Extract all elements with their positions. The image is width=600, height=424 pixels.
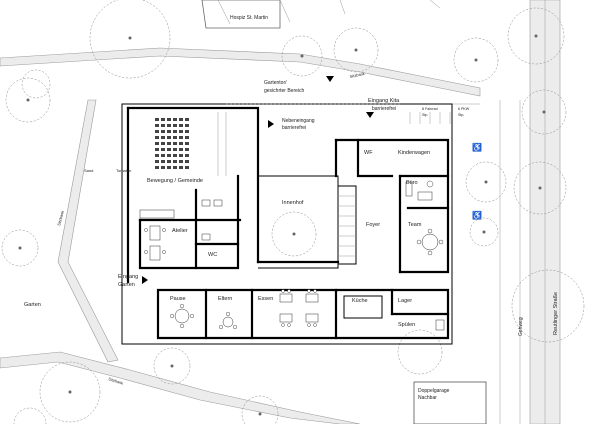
label-lager: Lager xyxy=(398,298,412,304)
label-gehweg: Gehweg xyxy=(518,317,524,336)
label-hospiz: Hospiz St. Martin xyxy=(230,15,268,21)
label-doppelgarage-1: Doppelgarage xyxy=(418,388,450,394)
label-garten-top-2: gesichrter Bereich xyxy=(264,88,305,94)
doppelgarage-building xyxy=(413,381,487,424)
label-sand: Sand xyxy=(84,168,93,173)
label-kueche: Küche xyxy=(352,298,368,304)
label-atelier: Atelier xyxy=(172,228,188,234)
label-tomaten: Tomaten xyxy=(116,168,131,173)
label-sitzbank-left: Sitzbank xyxy=(56,210,65,226)
bewegung-seating-grid xyxy=(155,118,189,169)
parking-wheelchair-icon-2: ♿ xyxy=(472,210,482,220)
site-context: ♿ ♿ xyxy=(0,0,561,424)
label-nebeneingang-2: barrierefrei xyxy=(282,125,306,131)
label-sitzbank-top: Sitzbank xyxy=(349,71,365,79)
entrance-arrow-nebeneingang xyxy=(268,120,274,128)
entrance-arrow-garten xyxy=(142,276,148,284)
garden-path-bottom xyxy=(0,351,361,424)
label-fahrrad-1: 8 Fahrrad xyxy=(422,107,438,111)
label-wc: WC xyxy=(208,252,217,258)
label-nebeneingang-1: Nebeneingang xyxy=(282,118,315,124)
entrance-markers xyxy=(142,76,374,284)
building xyxy=(121,103,453,345)
label-garten-top-1: Gartentor/ xyxy=(264,80,287,86)
label-garten: Garten xyxy=(24,302,41,308)
label-foyer: Foyer xyxy=(366,222,380,228)
label-team: Team xyxy=(408,222,422,228)
hospiz-building xyxy=(201,0,281,29)
label-reutlinger-strasse: Reutlinger Straße xyxy=(553,292,559,335)
label-doppelgarage-2: Nachbar xyxy=(418,395,437,401)
label-fahrrad-2: Stp. xyxy=(422,113,428,117)
label-pause: Pause xyxy=(170,296,186,302)
label-eingang-kita-2: barrierefrei xyxy=(372,106,396,112)
garden-path-top xyxy=(0,47,481,97)
parking-wheelchair-icon: ♿ xyxy=(472,142,482,152)
trees xyxy=(1,0,585,424)
label-wf: WF xyxy=(364,150,373,156)
label-pkw-1: 6 PKW xyxy=(458,107,470,111)
entrance-arrow-top xyxy=(326,76,334,82)
label-spuelen: Spülen xyxy=(398,322,415,328)
label-innenhof: Innenhof xyxy=(282,200,304,206)
garden-path-left xyxy=(57,99,119,363)
label-eingang-garten-1: Eingang xyxy=(118,274,138,280)
label-eltern: Eltern xyxy=(218,296,232,302)
label-bewegung: Bewegung / Gemeinde xyxy=(147,178,203,184)
label-kinderwagen: Kinderwagen xyxy=(398,150,430,156)
label-eingang-garten-2: Garten xyxy=(118,282,135,288)
entrance-arrow-kita xyxy=(366,112,374,118)
label-sitzbank-bottom: Sitzbank xyxy=(108,376,124,385)
labels: Hospiz St. Martin Gartentor/ gesichrter … xyxy=(24,15,559,401)
label-pkw-2: Stp. xyxy=(458,113,464,117)
label-essen: Essen xyxy=(258,296,273,302)
furniture xyxy=(139,112,445,331)
label-buero: Büro xyxy=(406,180,418,186)
label-eingang-kita-1: Eingang Kita xyxy=(368,98,400,104)
